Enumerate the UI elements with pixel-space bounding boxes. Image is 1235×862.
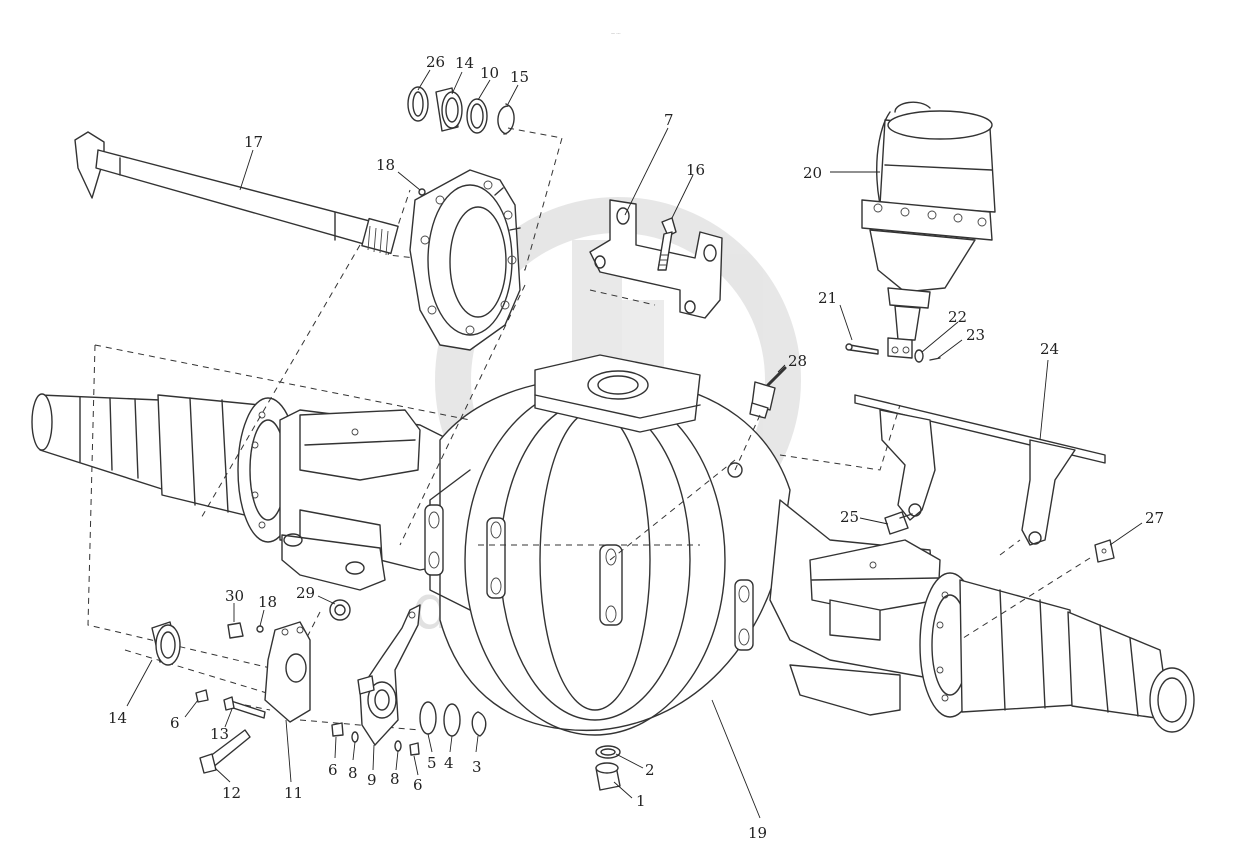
callout-19: 19	[748, 824, 767, 842]
callout-labels: 1 2 3 4 5 6 6 6 7 8 8 9 10 11 12 13 14 1…	[108, 53, 1164, 842]
callout-21: 21	[818, 289, 837, 307]
part-14-bearing-lower	[151, 621, 181, 666]
part-23-cotter	[929, 357, 941, 361]
part-18-zerk-upper	[418, 188, 426, 196]
part-14-bearing-upper	[435, 87, 463, 132]
callout-6-mid: 6	[328, 761, 338, 779]
part-6-nut-right	[409, 742, 420, 756]
callout-14-lower: 14	[108, 709, 127, 727]
part-8-washer-b	[394, 740, 402, 752]
callout-30: 30	[225, 587, 244, 605]
part-5-ring	[419, 701, 437, 735]
callout-16: 16	[686, 161, 705, 179]
part-21-clevis-pin	[845, 343, 879, 355]
part-11-cam-bracket	[264, 621, 311, 723]
axle-housing	[31, 354, 1195, 736]
callout-23: 23	[966, 326, 985, 344]
callout-18-upper: 18	[376, 156, 395, 174]
part-6-nut-mid	[331, 722, 344, 737]
callout-18-lower: 18	[258, 593, 277, 611]
callout-2: 2	[645, 761, 655, 779]
callout-8-b: 8	[390, 770, 400, 788]
callout-20: 20	[803, 164, 822, 182]
callout-24: 24	[1040, 340, 1059, 358]
part-22-washer	[914, 349, 924, 363]
callout-17: 17	[244, 133, 263, 151]
callout-15: 15	[510, 68, 529, 86]
callout-7: 7	[664, 111, 674, 129]
part-3-snap-ring	[471, 711, 487, 737]
corner-mark: — ---	[611, 31, 621, 36]
part-12-bolt	[199, 729, 251, 774]
callout-3: 3	[472, 758, 482, 776]
callout-27: 27	[1145, 509, 1164, 527]
part-25-bolt	[884, 511, 913, 535]
callout-4: 4	[444, 754, 454, 772]
part-30-cap	[227, 622, 244, 639]
callout-22: 22	[948, 308, 967, 326]
part-2-washer	[595, 745, 621, 759]
callout-8-a: 8	[348, 764, 358, 782]
part-10-seal	[466, 98, 488, 134]
part-18-zerk-lower	[256, 625, 264, 633]
part-13-bolt	[223, 696, 266, 719]
part-28-sensor	[749, 366, 787, 419]
leader-lines	[126, 69, 1143, 819]
part-9-slack-adjuster	[357, 604, 421, 746]
dashed-assembly-lines	[87, 244, 1091, 731]
callout-10: 10	[480, 64, 499, 82]
callout-6-left: 6	[170, 714, 180, 732]
callout-9: 9	[367, 771, 377, 789]
dashed-bracket	[589, 289, 656, 306]
callout-14-upper: 14	[455, 54, 474, 72]
part-6-nut-left	[195, 689, 209, 703]
callout-5: 5	[427, 754, 437, 772]
part-16-bolt	[657, 217, 677, 271]
callout-25: 25	[840, 508, 859, 526]
part-20-brake-chamber	[861, 101, 996, 359]
callout-6-right: 6	[413, 776, 423, 794]
callout-26: 26	[426, 53, 445, 71]
callout-29: 29	[296, 584, 315, 602]
callout-12: 12	[222, 784, 241, 802]
part-1-plug	[595, 762, 621, 791]
part-brake-spider	[409, 169, 521, 351]
callout-11: 11	[284, 784, 303, 802]
callout-13: 13	[210, 725, 229, 743]
part-29-washer	[329, 599, 351, 621]
part-15-snap-ring	[497, 103, 515, 135]
part-24-chamber-bracket	[854, 394, 1106, 546]
part-17-axle-shaft	[74, 131, 399, 256]
part-26-ring	[407, 86, 429, 122]
callout-28: 28	[788, 352, 807, 370]
part-4-ring	[443, 703, 461, 737]
part-27-plate	[1094, 539, 1115, 563]
part-8-washer-a	[351, 731, 359, 743]
part-7-bracket	[589, 199, 723, 319]
callout-1: 1	[636, 792, 646, 810]
